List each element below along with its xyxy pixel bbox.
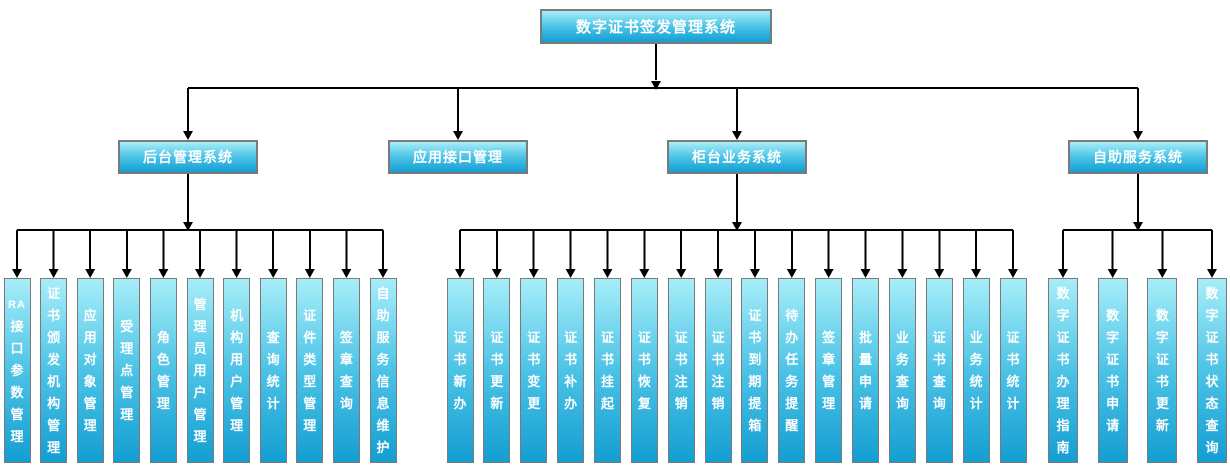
leaf-node-label: 受理点管理: [120, 318, 134, 422]
leaf-node-label: 业务查询: [895, 329, 909, 411]
leaf-node-label: 证书查询: [932, 329, 946, 411]
leaf-node: 证书恢复: [630, 278, 658, 463]
subsystem-node-3-label: 自助服务系统: [1093, 149, 1183, 165]
subsystem-node-2: 柜台业务系统: [667, 140, 807, 174]
leaf-node: 证书变更: [520, 278, 548, 463]
leaf-node: 证书查询: [925, 278, 953, 463]
leaf-node-label: 待办任务提醒: [785, 307, 799, 433]
leaf-node: 受理点管理: [113, 278, 141, 463]
leaf-node-label: 证书注销: [674, 329, 688, 411]
arrowheads: [12, 81, 1217, 278]
leaf-node-label: 查询统计: [266, 329, 280, 411]
leaf-node: 证书颁发机构管理: [40, 278, 68, 463]
leaf-node: 角色管理: [149, 278, 177, 463]
leaf-node-label: 批量申请: [859, 329, 873, 411]
root-node: 数字证书签发管理系统: [540, 9, 772, 44]
leaf-node: 查询统计: [259, 278, 287, 463]
leaf-node-label: 自助服务信息维护: [376, 285, 390, 455]
leaf-node-label: 证件类型管理: [303, 307, 317, 433]
leaf-node: 机构用户管理: [223, 278, 251, 463]
root-node-label: 数字证书签发管理系统: [575, 19, 736, 36]
leaf-node: 证书补办: [557, 278, 585, 463]
leaf-node-label: 证书到期提箱: [748, 307, 762, 433]
leaf-node-label: 数字证书状态查询: [1205, 285, 1219, 455]
leaf-node: 签章管理: [815, 278, 843, 463]
leaf-node-label: 数字证书更新: [1155, 307, 1169, 433]
leaf-node: 签章查询: [332, 278, 360, 463]
leaf-node-label: 签章查询: [339, 329, 353, 411]
leaf-node-label: 证书注销: [711, 329, 725, 411]
subsystem-node-3: 自助服务系统: [1068, 140, 1208, 174]
leaf-node: 应用对象管理: [76, 278, 104, 463]
leaf-node-label: 证书新办: [453, 329, 467, 411]
subsystem-node-2-label: 柜台业务系统: [692, 149, 782, 165]
leaf-node: 数字证书更新: [1147, 278, 1178, 463]
subsystem-node-1-label: 应用接口管理: [413, 149, 503, 165]
leaf-node-label: 角色管理: [156, 329, 170, 411]
leaf-node-label: 证书恢复: [637, 329, 651, 411]
leaf-node-label: 证书变更: [527, 329, 541, 411]
leaf-node-label: 管理员用户管理: [193, 296, 207, 444]
subsystem-node-0: 后台管理系统: [118, 140, 258, 174]
leaf-node-label: 机构用户管理: [230, 307, 244, 433]
leaf-node: 证书统计: [999, 278, 1027, 463]
leaf-node: 证件类型管理: [296, 278, 324, 463]
leaf-node: 业务统计: [962, 278, 990, 463]
leaf-node-label: 业务统计: [969, 329, 983, 411]
leaf-node: 证书新办: [446, 278, 474, 463]
leaf-node: 证书到期提箱: [741, 278, 769, 463]
leaf-node-label: 数字证书办理指南: [1056, 285, 1070, 455]
leaf-node: 管理员用户管理: [186, 278, 214, 463]
leaf-node: 数字证书办理指南: [1048, 278, 1078, 463]
leaf-node-label: 证书补办: [564, 329, 578, 411]
leaf-node-label: 证书更新: [490, 329, 504, 411]
leaf-node: 证书挂起: [593, 278, 621, 463]
leaf-node-label: 签章管理: [822, 329, 836, 411]
leaf-node-label: 数字证书申请: [1106, 307, 1120, 433]
leaf-node: 批量申请: [852, 278, 880, 463]
subsystem-node-0-label: 后台管理系统: [143, 149, 233, 165]
leaf-node: 数字证书申请: [1097, 278, 1128, 463]
leaf-node: 数字证书状态查询: [1197, 278, 1227, 463]
leaf-node: 自助服务信息维护: [369, 278, 397, 463]
leaf-node: 业务查询: [888, 278, 916, 463]
leaf-node-label: 证书统计: [1006, 329, 1020, 411]
leaf-node: 证书更新: [483, 278, 511, 463]
subsystem-node-1: 应用接口管理: [388, 140, 528, 174]
leaf-node-label: 证书挂起: [600, 329, 614, 411]
leaf-node-label: 应用对象管理: [83, 307, 97, 433]
leaf-node-label: 证书颁发机构管理: [47, 285, 61, 455]
leaf-node: 证书注销: [667, 278, 695, 463]
leaf-node: 证书注销: [704, 278, 732, 463]
leaf-node: 待办任务提醒: [778, 278, 806, 463]
